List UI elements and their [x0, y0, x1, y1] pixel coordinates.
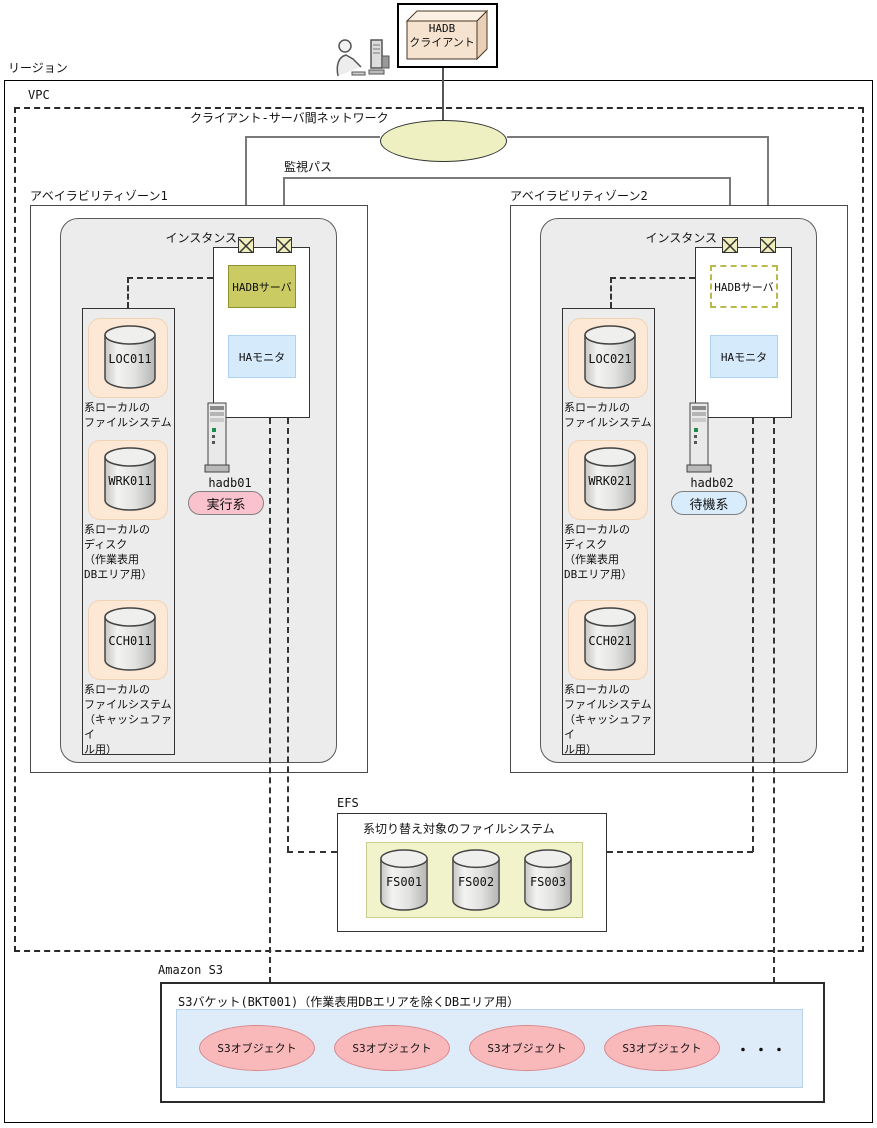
instance-1-efs-dashed-line-h — [287, 851, 337, 853]
disk-cylinder-loc011: LOC011 — [104, 325, 156, 389]
client-user-icon — [336, 39, 390, 77]
efs-label: EFS — [337, 796, 359, 810]
efs-cylinder-fs001: FS001 — [380, 849, 428, 911]
ha-monitor-box-2: HAモニタ — [710, 335, 778, 378]
nic-icon — [238, 237, 254, 254]
instance-1-disk-connector-h — [127, 277, 213, 279]
cylinder-icon — [380, 849, 428, 911]
cylinder-icon — [584, 447, 636, 511]
disk-cylinder-wrk021: WRK021 — [584, 447, 636, 511]
nic-icon — [276, 237, 292, 254]
client-network-line — [442, 68, 444, 120]
hadb-server-label: HADBサーバ — [714, 280, 774, 294]
hadb-server-box-standby: HADBサーバ — [710, 265, 778, 308]
filesystem-id: FS001 — [385, 875, 423, 890]
s3-object-label: S3オブジェクト — [217, 1042, 297, 1055]
network-line-left-drop — [245, 136, 247, 237]
disk-cylinder-cch011: CCH011 — [104, 607, 156, 671]
s3-object-ellipse: S3オブジェクト — [604, 1025, 720, 1071]
s3-bucket-label: S3バケット(BKT001)（作業表用DBエリアを除くDBエリア用） — [178, 995, 520, 1009]
filesystem-id: FS003 — [529, 875, 567, 890]
disk-id: LOC021 — [588, 351, 632, 366]
availability-zone-2-label: アベイラビリティゾーン2 — [510, 189, 648, 203]
cylinder-icon — [104, 325, 156, 389]
hadb-server-label: HADBサーバ — [232, 280, 292, 294]
monitor-path-line — [284, 177, 730, 179]
ellipsis-dots: ・・・ — [736, 1043, 790, 1059]
instance-2-label: インスタンス — [645, 231, 717, 245]
region-label: リージョン — [8, 61, 68, 75]
role-label: 待機系 — [689, 497, 729, 513]
instance-2-s3-dashed-line — [773, 418, 775, 983]
disk-caption: 系ローカルの ディスク （作業表用 DBエリア用） — [84, 523, 153, 581]
hadb-client-3d-box-icon — [405, 9, 489, 61]
role-label: 実行系 — [206, 497, 246, 513]
s3-object-label: S3オブジェクト — [487, 1042, 567, 1055]
network-line-right — [507, 136, 769, 138]
monitor-path-label: 監視パス — [284, 160, 333, 174]
nic-icon — [722, 237, 738, 254]
region-box — [4, 80, 873, 1123]
cylinder-icon — [452, 849, 500, 911]
cylinder-icon — [524, 849, 572, 911]
zone-1-local-storage-box — [82, 308, 175, 755]
disk-id: CCH021 — [588, 633, 632, 648]
host-label: hadb02 — [690, 476, 734, 490]
instance-1-efs-dashed-line-v — [287, 418, 289, 852]
disk-id: LOC011 — [108, 351, 152, 366]
disk-cylinder-cch021: CCH021 — [584, 607, 636, 671]
disk-caption: 系ローカルの ファイルシステム — [564, 401, 652, 429]
instance-1-label: インスタンス — [165, 231, 237, 245]
efs-cylinder-fs003: FS003 — [524, 849, 572, 911]
disk-id: CCH011 — [108, 633, 152, 648]
server-tower-icon — [686, 402, 712, 473]
vpc-box — [14, 107, 864, 952]
disk-id: WRK021 — [588, 473, 632, 488]
disk-cylinder-loc021: LOC021 — [584, 325, 636, 389]
client-server-network-label: クライアント-サーバ間ネットワーク — [190, 111, 389, 125]
disk-caption: 系ローカルの ディスク （作業表用 DBエリア用） — [564, 523, 633, 581]
network-line-right-drop — [767, 136, 769, 237]
active-role-badge: 実行系 — [188, 491, 264, 515]
cylinder-icon — [584, 607, 636, 671]
instance-2-disk-connector-h — [610, 277, 695, 279]
host-label: hadb01 — [208, 476, 252, 490]
network-ellipse — [380, 120, 507, 162]
ha-monitor-box-1: HAモニタ — [228, 335, 296, 378]
s3-object-label: S3オブジェクト — [352, 1042, 432, 1055]
disk-id: WRK011 — [108, 473, 152, 488]
s3-object-ellipse: S3オブジェクト — [199, 1025, 315, 1071]
amazon-s3-label: Amazon S3 — [158, 963, 224, 977]
s3-object-label: S3オブジェクト — [622, 1042, 702, 1055]
nic-icon — [760, 237, 776, 254]
disk-caption: 系ローカルの ファイルシステム （キャッシュファイ ル用） — [84, 683, 172, 756]
ha-monitor-label: HAモニタ — [720, 350, 768, 364]
efs-caption: 系切り替え対象のファイルシステム — [363, 822, 555, 836]
instance-2-disk-connector-v — [610, 277, 612, 308]
instance-1-s3-dashed-line — [269, 418, 271, 983]
instance-2-efs-dashed-line-v — [752, 418, 754, 852]
instance-2-efs-dashed-line-h — [607, 851, 753, 853]
cylinder-icon — [584, 325, 636, 389]
availability-zone-1-label: アベイラビリティゾーン1 — [30, 189, 168, 203]
ha-monitor-label: HAモニタ — [238, 350, 286, 364]
hadb-server-box-active: HADBサーバ — [228, 265, 296, 308]
filesystem-id: FS002 — [457, 875, 495, 890]
disk-caption: 系ローカルの ファイルシステム — [84, 401, 172, 429]
vpc-label: VPC — [28, 88, 50, 102]
hadb-client-label: HADB クライアント — [409, 22, 475, 49]
instance-1-disk-connector-v — [127, 277, 129, 308]
efs-cylinder-fs002: FS002 — [452, 849, 500, 911]
disk-cylinder-wrk011: WRK011 — [104, 447, 156, 511]
standby-role-badge: 待機系 — [671, 491, 747, 515]
disk-caption: 系ローカルの ファイルシステム （キャッシュファイ ル用） — [564, 683, 652, 756]
cylinder-icon — [104, 607, 156, 671]
server-tower-icon — [204, 402, 230, 473]
network-line-left — [246, 136, 380, 138]
cylinder-icon — [104, 447, 156, 511]
s3-object-ellipse: S3オブジェクト — [469, 1025, 585, 1071]
s3-object-ellipse: S3オブジェクト — [334, 1025, 450, 1071]
zone-2-local-storage-box — [562, 308, 655, 755]
